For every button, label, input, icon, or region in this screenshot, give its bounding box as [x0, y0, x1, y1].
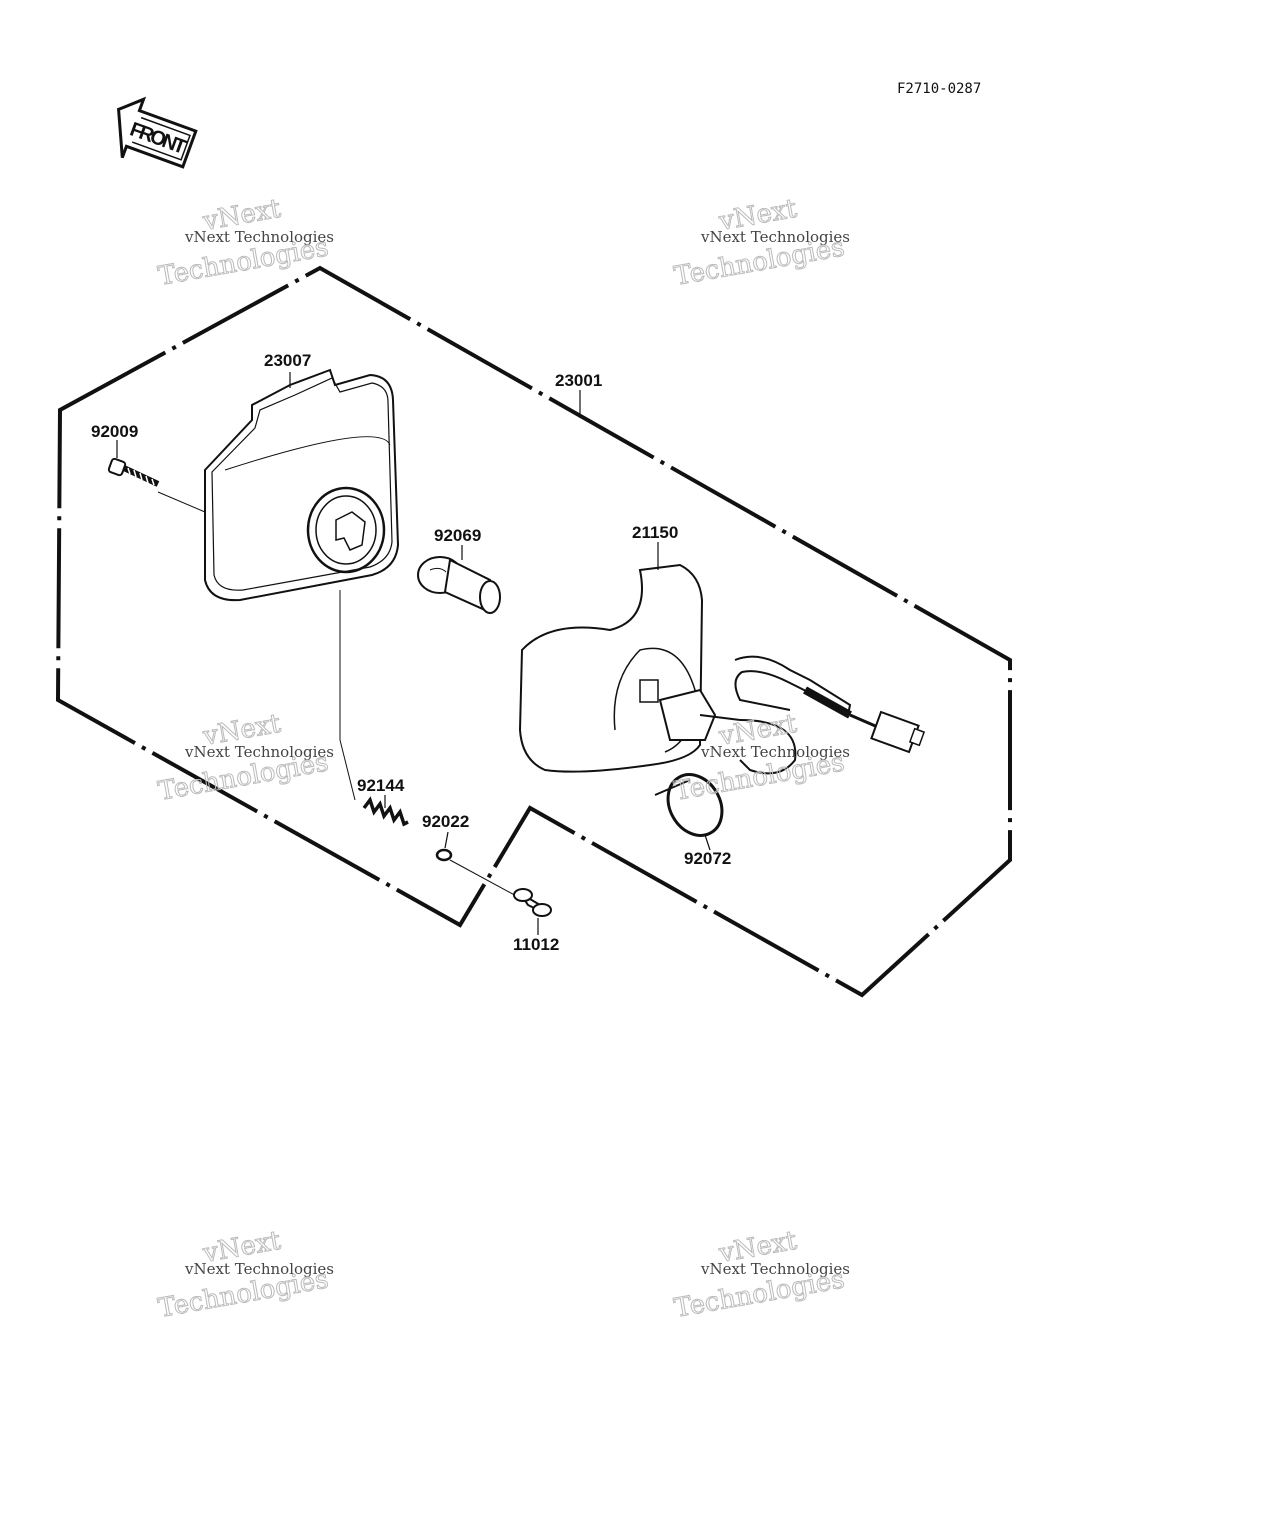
- watermark: vNext vNext Technologies Technologies: [156, 708, 335, 807]
- assembly-boundary: [55, 265, 1012, 998]
- screw-icon: [107, 457, 206, 513]
- part-label: 92144: [357, 776, 405, 795]
- front-arrow-icon: FRONT: [116, 96, 198, 169]
- lamp-housing: [518, 563, 926, 775]
- part-label: 11012: [513, 935, 559, 954]
- svg-text:vNext Technologies: vNext Technologies: [184, 1260, 334, 1278]
- svg-text:vNext Technologies: vNext Technologies: [700, 1260, 850, 1278]
- leader-lines: [116, 372, 711, 935]
- band-clamp-icon: [654, 773, 724, 837]
- part-label: 23007: [264, 351, 311, 370]
- part-label: 92022: [422, 812, 469, 831]
- part-label: 23001: [555, 371, 602, 390]
- bulb-icon: [417, 556, 501, 614]
- part-label: 92069: [434, 526, 481, 545]
- svg-text:vNext Technologies: vNext Technologies: [184, 743, 334, 761]
- svg-text:vNext Technologies: vNext Technologies: [700, 228, 850, 246]
- lens-cover: [204, 368, 400, 602]
- part-label: 92009: [91, 422, 138, 441]
- watermark: vNext vNext Technologies Technologies: [156, 1225, 335, 1324]
- watermark: vNext vNext Technologies Technologies: [672, 1225, 851, 1324]
- collar-icon: [513, 888, 552, 917]
- spring-icon: [339, 590, 409, 827]
- figure-code: F2710-0287: [897, 81, 981, 97]
- part-label: 92072: [684, 849, 731, 868]
- watermark: vNext vNext Technologies Technologies: [672, 193, 851, 292]
- svg-text:vNext Technologies: vNext Technologies: [700, 743, 850, 761]
- svg-text:vNext Technologies: vNext Technologies: [184, 228, 334, 246]
- washer-icon: [435, 848, 521, 899]
- part-label: 21150: [632, 523, 678, 542]
